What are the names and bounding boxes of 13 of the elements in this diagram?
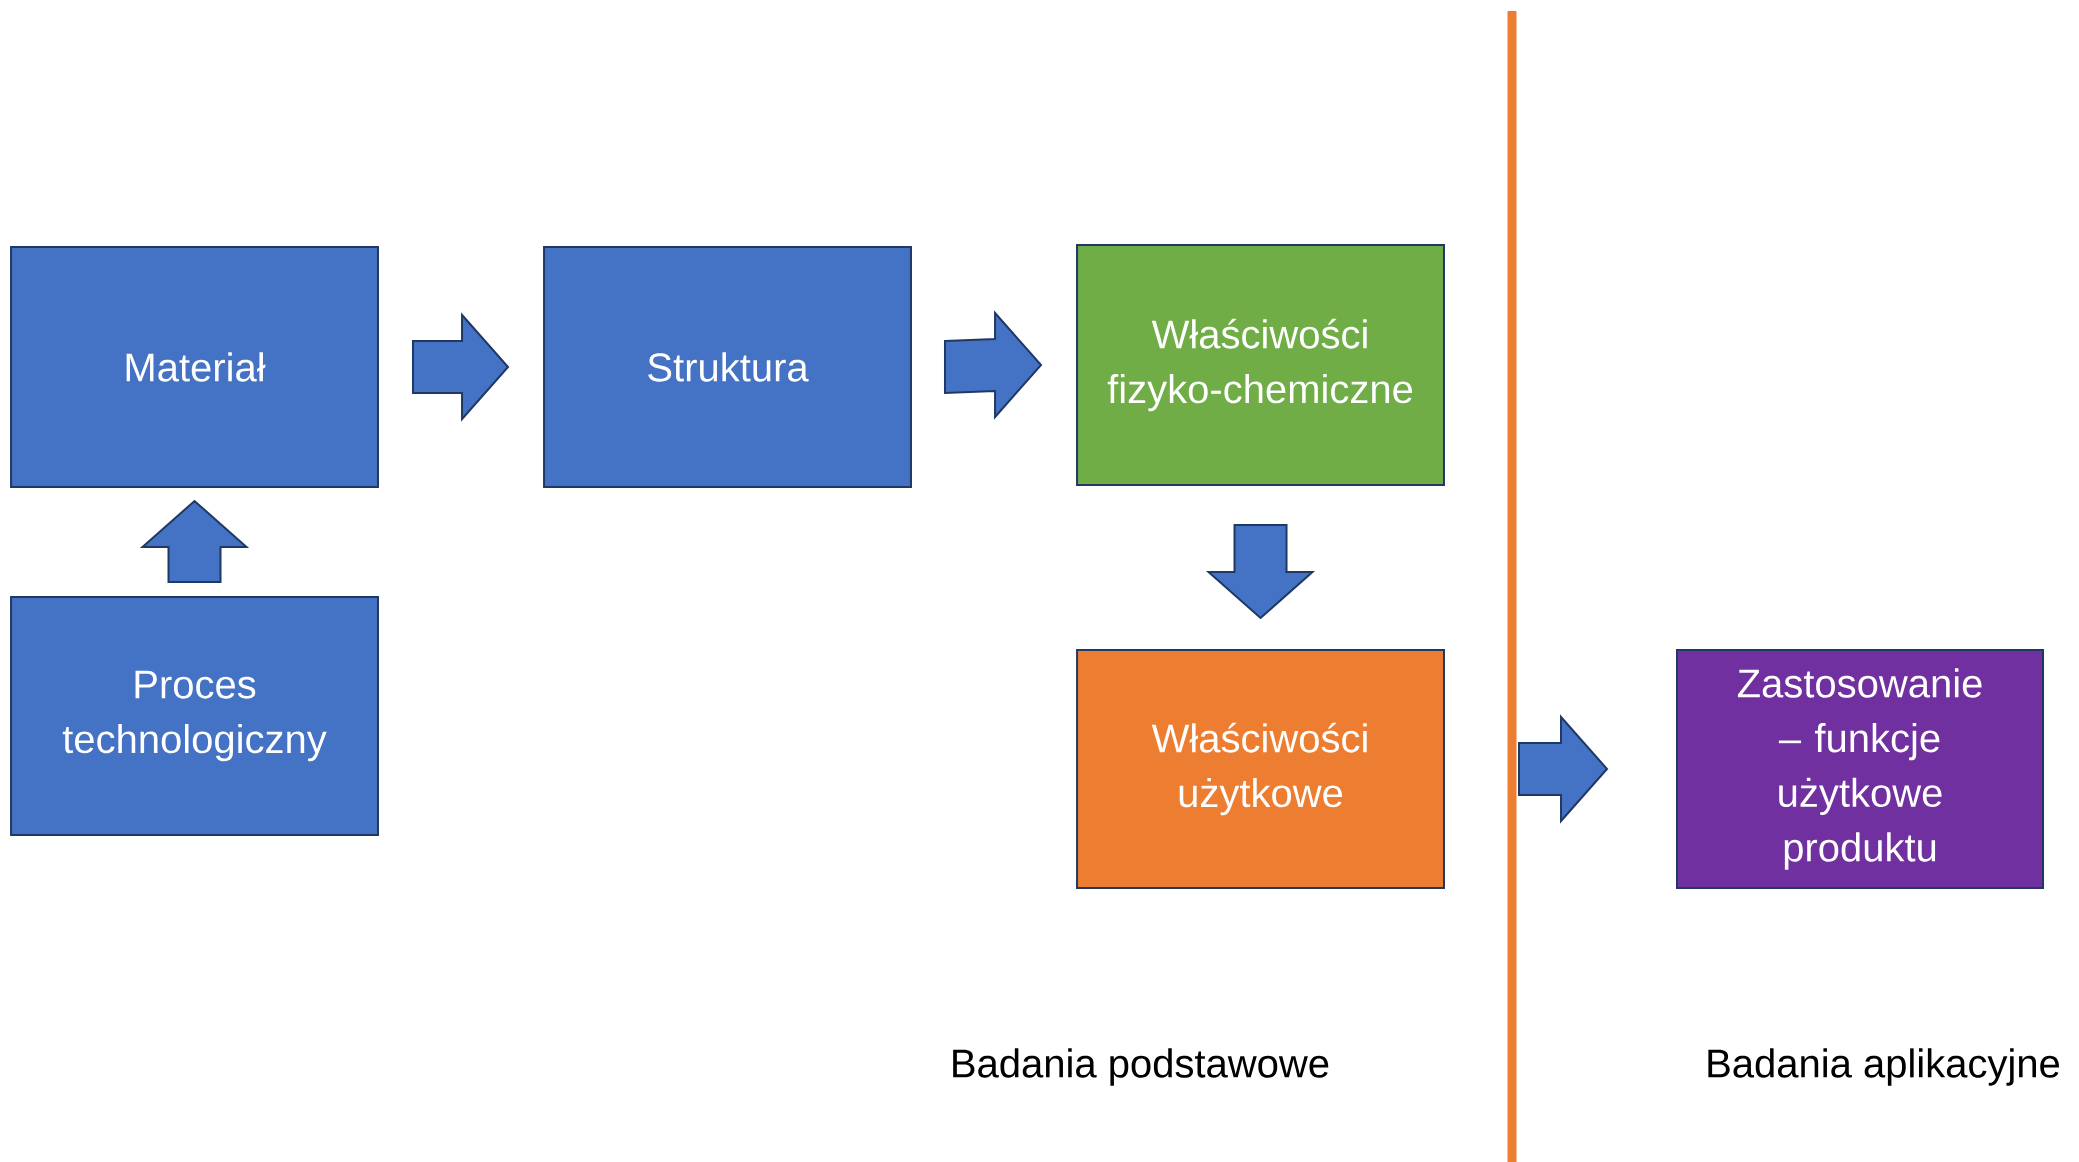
block-arrow xyxy=(944,310,1043,420)
process-box: Materiał xyxy=(10,246,379,488)
section-label: Badania aplikacyjne xyxy=(1708,1048,2060,1086)
block-arrow xyxy=(412,312,510,422)
process-box: Właściwości fizyko-chemiczne xyxy=(1076,244,1445,486)
process-box: Proces technologiczny xyxy=(10,596,379,836)
block-arrow xyxy=(1518,714,1609,824)
process-box: Właściwości użytkowe xyxy=(1076,649,1445,889)
block-arrow xyxy=(1205,524,1316,620)
process-box: Zastosowanie – funkcje użytkowe produktu xyxy=(1676,649,2044,889)
block-arrow xyxy=(139,499,250,583)
section-label: Badania podstawowe xyxy=(953,1048,1329,1086)
process-box: Struktura xyxy=(543,246,912,488)
